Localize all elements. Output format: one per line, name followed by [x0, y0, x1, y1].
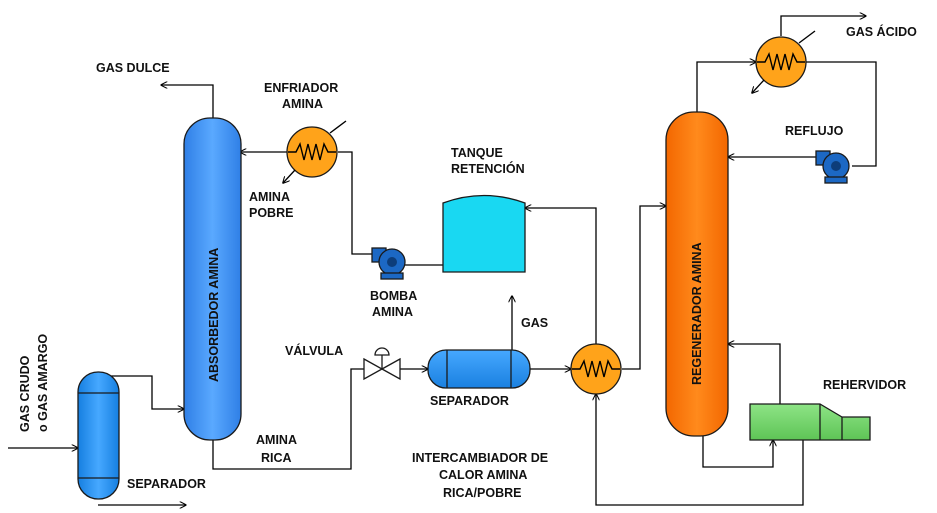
reflux-pump: [815, 150, 850, 184]
control-valve-icon[interactable]: [363, 347, 401, 381]
label-gas-crudo: GAS CRUDO: [18, 355, 32, 432]
label-gas: GAS: [521, 316, 548, 330]
amine-pump: [371, 247, 406, 280]
label-rehervidor: REHERVIDOR: [823, 378, 906, 392]
label-intercambiador-3: RICA/POBRE: [443, 486, 521, 500]
label-amina-rica: AMINA: [256, 433, 297, 447]
label-separador-entrada: SEPARADOR: [127, 477, 206, 491]
label-bomba-amina: AMINA: [372, 305, 413, 319]
overhead-condenser: [752, 30, 816, 93]
retention-tank: [442, 194, 526, 273]
labels: GAS DULCE ENFRIADOR AMINA AMINA POBRE TA…: [18, 24, 917, 500]
label-amina-pobre-2: POBRE: [249, 206, 293, 220]
label-gas-acido: GAS ÁCIDO: [846, 24, 917, 39]
amine-absorber-column: [183, 117, 242, 441]
label-amina-rica-2: RICA: [261, 451, 292, 465]
label-gas-dulce: GAS DULCE: [96, 61, 170, 75]
label-gas-amargo: o GAS AMARGO: [36, 334, 50, 432]
flash-separator: [427, 349, 531, 389]
label-absorbedor: ABSORBEDOR AMINA: [207, 248, 221, 382]
label-tanque: TANQUE: [451, 146, 503, 160]
rich-lean-heat-exchanger: [570, 343, 622, 395]
label-enfriador: ENFRIADOR: [264, 81, 338, 95]
inlet-separator: [77, 371, 120, 500]
label-valvula: VÁLVULA: [285, 343, 343, 358]
label-retencion: RETENCIÓN: [451, 161, 525, 176]
label-regenerador: REGENERADOR AMINA: [690, 242, 704, 385]
label-intercambiador: INTERCAMBIADOR DE: [412, 451, 548, 465]
amine-cooler: [283, 120, 347, 183]
label-enfriador-amina: AMINA: [282, 97, 323, 111]
label-reflujo: REFLUJO: [785, 124, 844, 138]
reboiler: [749, 403, 871, 441]
label-bomba: BOMBA: [370, 289, 417, 303]
label-amina-pobre: AMINA: [249, 190, 290, 204]
label-separador-flash: SEPARADOR: [430, 394, 509, 408]
label-intercambiador-2: CALOR AMINA: [439, 468, 527, 482]
piping: [8, 16, 877, 505]
amine-regenerator-column: [665, 111, 729, 437]
